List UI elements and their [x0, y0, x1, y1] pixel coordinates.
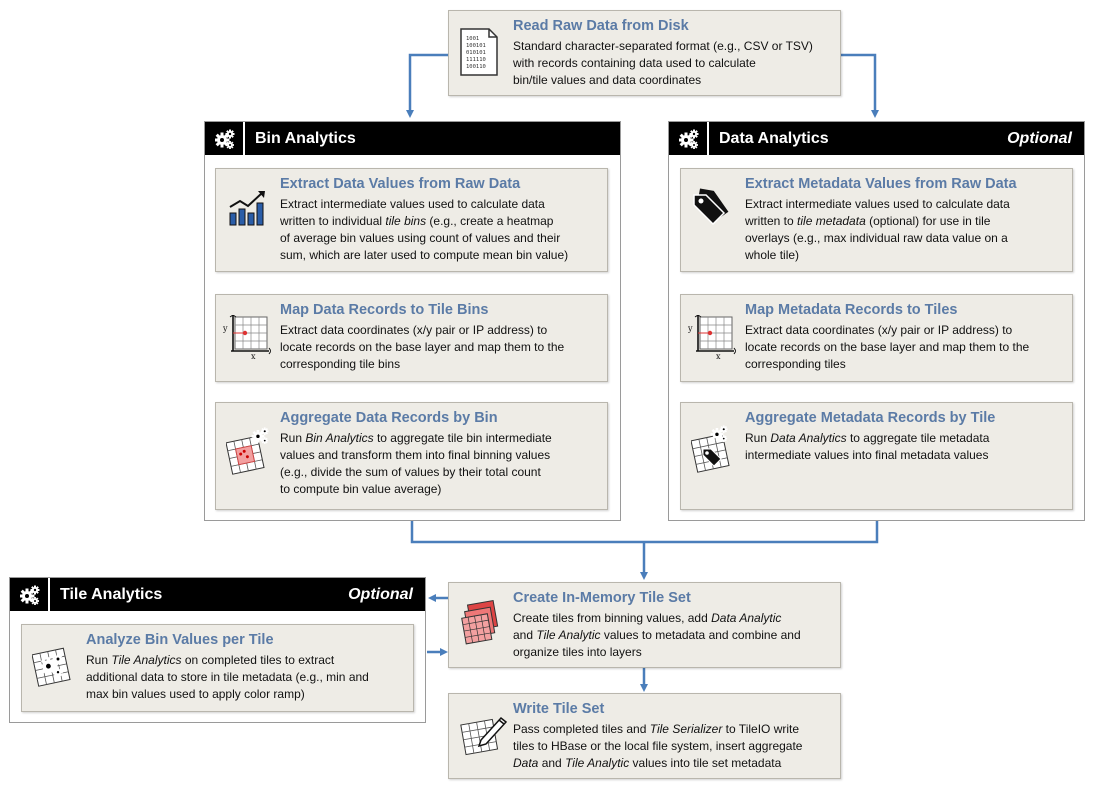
grid-gears-icon — [32, 647, 71, 687]
map-metadata-title: Map Metadata Records to Tiles — [745, 302, 958, 318]
bar-chart-icon — [229, 191, 265, 226]
map-data-desc: Extract data coordinates (x/y pair or IP… — [280, 323, 565, 371]
write-tileset-box: Write Tile Set Pass completed tiles and … — [448, 693, 841, 779]
map-data-records-box: Map Data Records to Tile Bins Extract da… — [215, 294, 608, 382]
extract-data-title: Extract Data Values from Raw Data — [280, 176, 521, 192]
analyze-bin-desc: Run Tile Analytics on completed tiles to… — [86, 653, 369, 701]
read-raw-desc: Standard character-separated format (e.g… — [513, 39, 813, 87]
data-analytics-title: Data Analytics — [719, 130, 829, 147]
bin-analytics-header: Bin Analytics — [205, 122, 620, 155]
map-data-title: Map Data Records to Tile Bins — [280, 302, 489, 318]
create-tileset-desc: Create tiles from binning values, add Da… — [513, 611, 801, 659]
extract-data-desc: Extract intermediate values used to calc… — [280, 197, 569, 262]
xy-grid-icon — [221, 315, 271, 359]
tile-analytics-optional: Optional — [348, 586, 413, 603]
map-metadata-desc: Extract data coordinates (x/y pair or IP… — [745, 323, 1030, 371]
create-tileset-box: Create In-Memory Tile Set Create tiles f… — [448, 582, 841, 668]
tags-icon — [693, 188, 729, 226]
gears-icon — [679, 129, 699, 149]
extract-data-values-box: Extract Data Values from Raw Data Extrac… — [215, 168, 608, 272]
gears-icon — [215, 129, 235, 149]
data-analytics-optional: Optional — [1007, 130, 1072, 147]
data-analytics-header: Data Analytics Optional — [669, 122, 1084, 155]
aggregate-data-desc: Run Bin Analytics to aggregate tile bin … — [280, 431, 552, 496]
bin-analytics-title: Bin Analytics — [255, 130, 356, 147]
read-raw-title: Read Raw Data from Disk — [513, 18, 689, 34]
file-line: 111110 — [466, 57, 486, 63]
file-line: 100110 — [466, 64, 486, 70]
aggregate-metadata-title: Aggregate Metadata Records by Tile — [745, 410, 996, 426]
grid-pencil-icon — [460, 716, 508, 756]
map-metadata-records-box: Map Metadata Records to Tiles Extract da… — [680, 294, 1073, 382]
arrow-merge — [410, 521, 879, 544]
gears-icon — [20, 585, 40, 605]
tile-stack-icon — [461, 599, 499, 645]
file-line: 010101 — [466, 50, 486, 56]
extract-metadata-title: Extract Metadata Values from Raw Data — [745, 176, 1017, 192]
extract-metadata-values-box: Extract Metadata Values from Raw Data Ex… — [680, 168, 1073, 272]
tile-analytics-title: Tile Analytics — [60, 586, 163, 603]
grid-gears-icon — [226, 427, 269, 475]
arrow-raw-to-bin — [406, 53, 448, 118]
tag-gears-icon — [691, 425, 730, 473]
aggregate-metadata-records-box: Aggregate Metadata Records by Tile Run D… — [680, 402, 1073, 510]
arrow-raw-to-data — [840, 53, 879, 118]
file-line: 100101 — [466, 43, 486, 49]
xy-grid-icon — [686, 315, 736, 359]
aggregate-data-title: Aggregate Data Records by Bin — [280, 410, 498, 426]
create-tileset-title: Create In-Memory Tile Set — [513, 590, 691, 606]
analyze-bin-values-box: Analyze Bin Values per Tile Run Tile Ana… — [21, 624, 414, 712]
file-line: 1001 — [466, 36, 479, 42]
write-tileset-desc: Pass completed tiles and Tile Serializer… — [513, 722, 803, 770]
aggregate-data-records-box: Aggregate Data Records by Bin Run Bin An… — [215, 402, 608, 510]
write-tileset-title: Write Tile Set — [513, 701, 605, 717]
tile-analytics-header: Tile Analytics Optional — [10, 578, 425, 611]
aggregate-metadata-desc: Run Data Analytics to aggregate tile met… — [745, 431, 990, 462]
extract-metadata-desc: Extract intermediate values used to calc… — [745, 197, 1010, 262]
analyze-bin-title: Analyze Bin Values per Tile — [86, 632, 274, 648]
